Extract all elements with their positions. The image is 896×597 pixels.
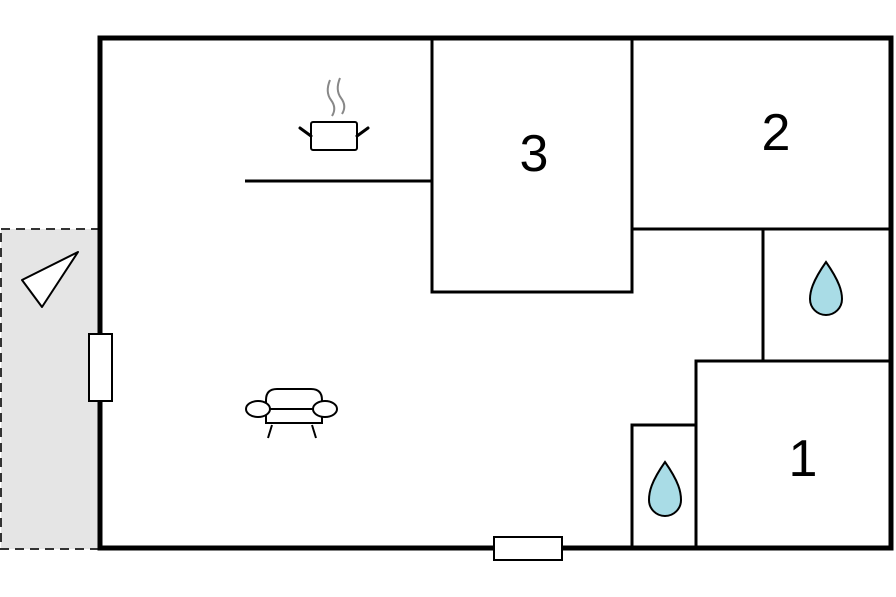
- sofa-icon: [245, 388, 338, 439]
- water-drop-icon: [808, 260, 844, 316]
- room-number-1: 1: [789, 430, 818, 488]
- window-west: [88, 333, 113, 402]
- window-south: [493, 536, 563, 561]
- water-drop-icon: [647, 460, 683, 517]
- room-number-3: 3: [520, 125, 549, 183]
- terrace-icon: [21, 251, 79, 308]
- interior-walls: [245, 38, 891, 548]
- room-number-2: 2: [762, 104, 791, 162]
- terrace: [0, 228, 101, 550]
- cooking-pot-icon: [298, 77, 370, 151]
